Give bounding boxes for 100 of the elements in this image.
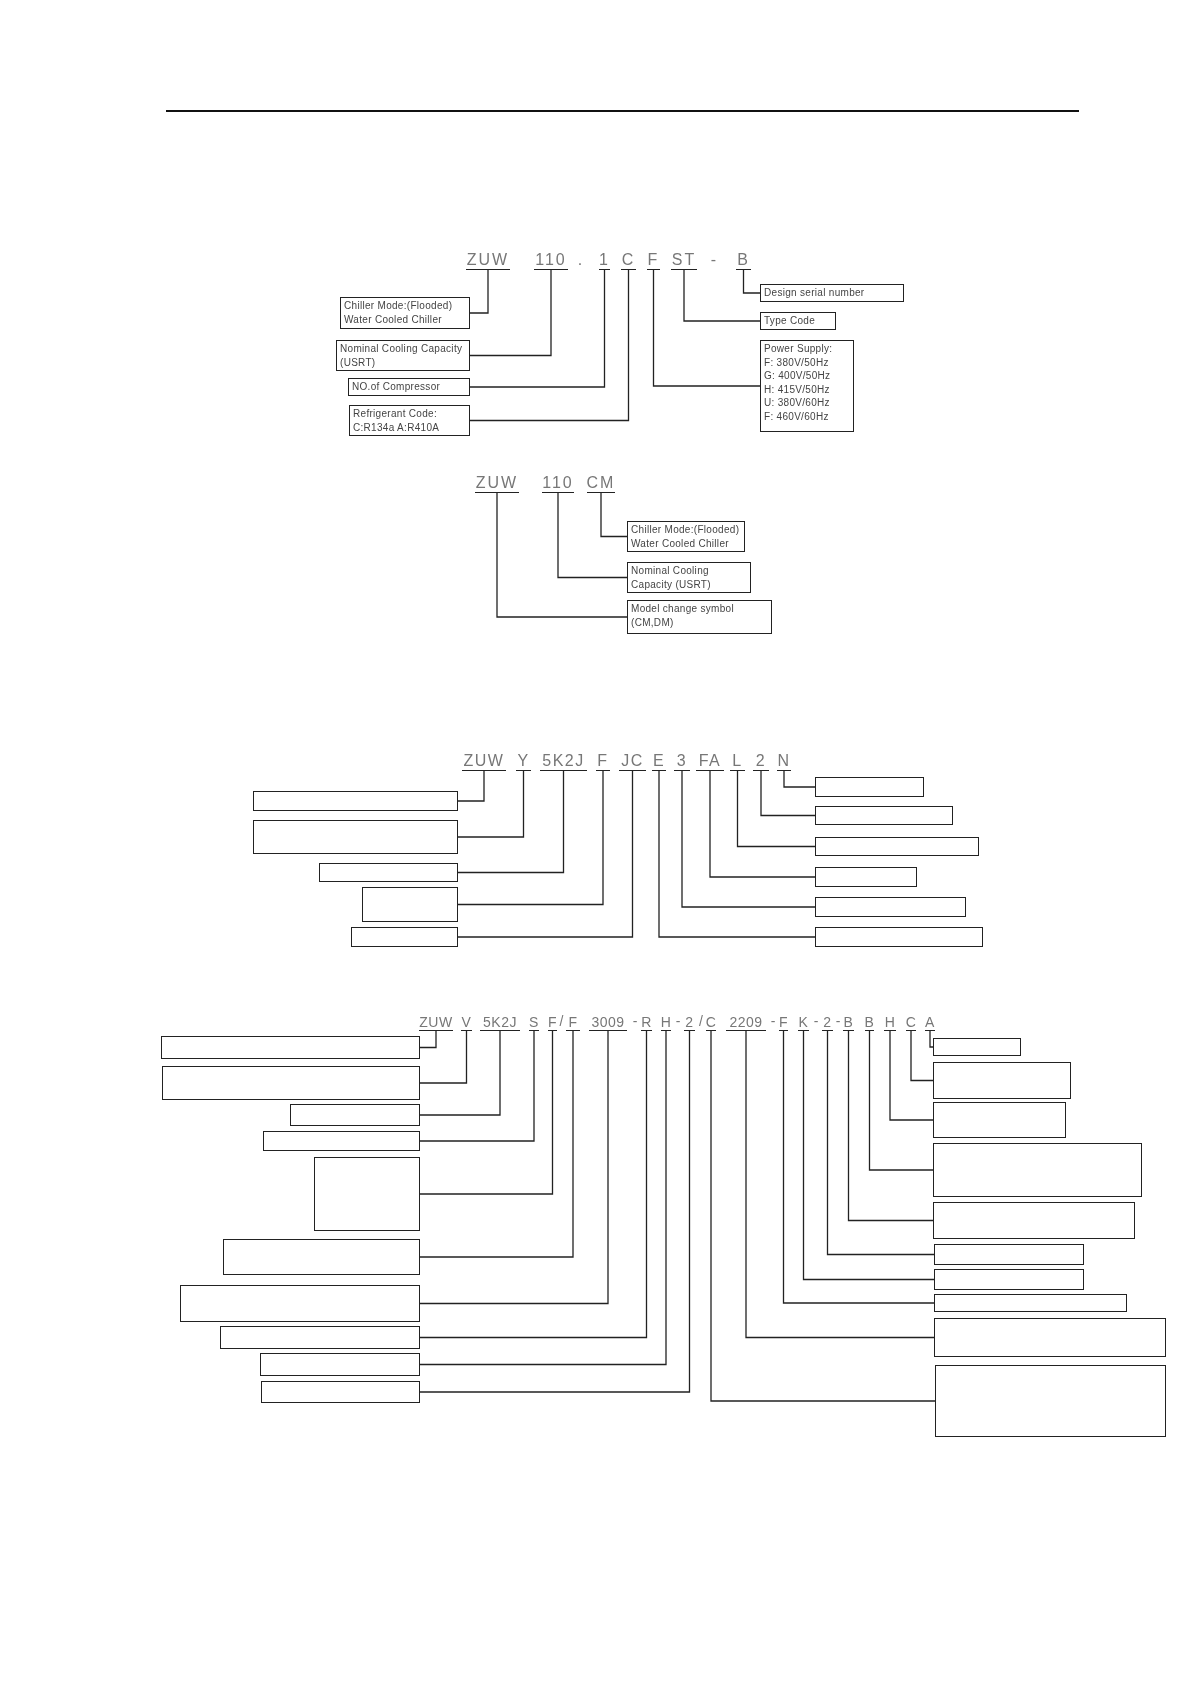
code-segment: R bbox=[641, 1012, 652, 1031]
code-separator: / bbox=[558, 1014, 565, 1028]
description-box bbox=[760, 284, 904, 302]
blank-box bbox=[934, 1269, 1084, 1290]
blank-box bbox=[161, 1036, 420, 1059]
code-segment: H bbox=[661, 1012, 671, 1031]
description-text: Type Code bbox=[764, 314, 817, 328]
leader-line bbox=[496, 492, 628, 618]
leader-line bbox=[469, 269, 606, 388]
leader-line bbox=[469, 269, 552, 357]
code-separator: - bbox=[812, 1014, 820, 1028]
code-segment: 3009 bbox=[589, 1012, 627, 1031]
code-separator: - bbox=[631, 1014, 639, 1028]
leader-line bbox=[802, 1030, 935, 1281]
blank-box bbox=[934, 1294, 1127, 1312]
code-segment: 110 bbox=[534, 250, 568, 270]
blank-box bbox=[362, 887, 458, 922]
blank-box bbox=[933, 1202, 1135, 1239]
leader-line bbox=[419, 1030, 501, 1116]
blank-box bbox=[815, 897, 966, 917]
description-text: Power Supply: bbox=[764, 342, 834, 356]
description-text: Model change symbol (CM,DM) bbox=[631, 602, 735, 629]
code-segment: FA bbox=[696, 750, 724, 771]
code-segment: N bbox=[777, 750, 791, 771]
leader-line bbox=[868, 1030, 934, 1171]
description-text: Chiller Mode:(Flooded) Water Cooled Chiller bbox=[631, 523, 741, 550]
code-segment: 3 bbox=[674, 750, 690, 771]
blank-box bbox=[260, 1353, 420, 1376]
code-segment: F bbox=[548, 1012, 557, 1031]
description-box bbox=[348, 378, 470, 396]
code-segment: F bbox=[779, 1012, 788, 1031]
blank-box bbox=[314, 1157, 420, 1231]
code-segment: B bbox=[736, 250, 751, 270]
leader-line bbox=[457, 770, 604, 906]
blank-box bbox=[933, 1062, 1071, 1099]
code-segment: 1 bbox=[599, 250, 610, 270]
leader-line bbox=[419, 1030, 691, 1393]
blank-box bbox=[815, 867, 917, 887]
code-segment: 110 bbox=[542, 473, 574, 493]
code-segment: 5K2J bbox=[540, 750, 587, 771]
code-segment: ZUW bbox=[475, 473, 519, 493]
description-text: F: 380V/50Hz bbox=[764, 355, 830, 369]
description-box bbox=[627, 562, 751, 593]
code-segment: 2209 bbox=[726, 1012, 766, 1031]
blank-box bbox=[933, 1102, 1066, 1138]
leader-line bbox=[419, 1030, 535, 1142]
code-segment: ZUW bbox=[466, 250, 510, 270]
leader-line bbox=[419, 1030, 609, 1305]
code-segment: L bbox=[730, 750, 745, 771]
code-separator: - bbox=[769, 1014, 777, 1028]
leader-line bbox=[683, 269, 761, 322]
code-segment: V bbox=[461, 1012, 472, 1031]
leader-line bbox=[709, 770, 816, 878]
code-segment: 2 bbox=[822, 1012, 833, 1031]
leader-line bbox=[652, 269, 761, 387]
description-text: F: 460V/60Hz bbox=[764, 409, 830, 423]
description-text: H: 415V/50Hz bbox=[764, 382, 831, 396]
leader-line bbox=[783, 770, 816, 788]
description-box bbox=[760, 312, 836, 330]
leader-line bbox=[745, 1030, 935, 1339]
leader-line bbox=[469, 269, 630, 422]
code-segment: C bbox=[706, 1012, 716, 1031]
code-segment: K bbox=[798, 1012, 809, 1031]
blank-box bbox=[253, 791, 458, 811]
code-segment: B bbox=[865, 1012, 874, 1031]
blank-box bbox=[933, 1038, 1021, 1056]
blank-box bbox=[815, 837, 979, 856]
leader-line bbox=[736, 770, 816, 848]
description-text: Chiller Mode:(Flooded) Water Cooled Chiller bbox=[344, 299, 454, 326]
leader-line bbox=[910, 1030, 934, 1082]
leader-line bbox=[782, 1030, 935, 1304]
blank-box bbox=[935, 1365, 1166, 1437]
description-text: Nominal Cooling Capacity (USRT) bbox=[631, 564, 712, 591]
blank-box bbox=[220, 1326, 420, 1349]
leader-line bbox=[457, 770, 485, 802]
description-text: Design serial number bbox=[764, 286, 866, 300]
leader-line bbox=[557, 492, 628, 579]
blank-box bbox=[933, 1143, 1142, 1197]
code-segment: C bbox=[621, 250, 636, 270]
code-segment: Y bbox=[516, 750, 531, 771]
code-segment: H bbox=[884, 1012, 896, 1031]
description-text: C:R134a A:R410A bbox=[353, 420, 441, 434]
description-box bbox=[760, 340, 854, 432]
description-text: Refrigerant Code: bbox=[353, 407, 439, 421]
leader-line bbox=[419, 1030, 574, 1258]
code-segment: C bbox=[906, 1012, 916, 1031]
blank-box bbox=[223, 1239, 420, 1275]
leader-line bbox=[457, 770, 634, 938]
blank-box bbox=[261, 1381, 420, 1403]
leader-line bbox=[457, 770, 565, 874]
description-text: Nominal Cooling Capacity (USRT) bbox=[340, 342, 464, 369]
leader-line bbox=[826, 1030, 935, 1256]
description-text: G: 400V/50Hz bbox=[764, 369, 832, 383]
code-segment: A bbox=[925, 1012, 935, 1031]
code-separator: - bbox=[834, 1014, 842, 1028]
code-segment: F bbox=[566, 1012, 580, 1031]
leader-line bbox=[742, 269, 761, 294]
description-box bbox=[340, 297, 470, 329]
code-segment: 2 bbox=[684, 1012, 695, 1031]
leader-line bbox=[658, 770, 816, 938]
